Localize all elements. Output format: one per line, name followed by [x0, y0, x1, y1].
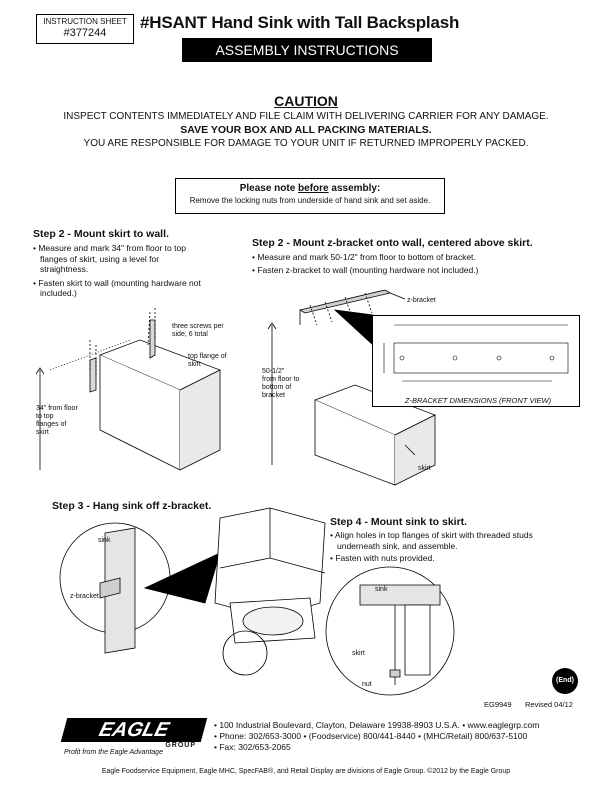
skirt-wall-diagram	[35, 308, 221, 471]
caution-heading: CAUTION	[274, 93, 338, 109]
step-2-bullets: • Measure and mark 50-1/2" from floor to…	[252, 252, 572, 275]
contact-fax: • Fax: 302/653-2065	[214, 742, 291, 752]
note-prefix: Please note	[239, 183, 299, 194]
end-badge: (End)	[552, 668, 578, 694]
logo-group: GROUP	[165, 742, 196, 749]
sheet-label: INSTRUCTION SHEET	[43, 17, 127, 26]
skirt-height-label: 34" from floor to top flanges of skirt	[36, 405, 78, 436]
step-4-sink-label: sink	[375, 586, 388, 593]
step-4-bullet: • Fasten with nuts provided.	[330, 553, 435, 563]
step-4-bullet: • Align holes in top flanges of skirt wi…	[330, 530, 533, 551]
zbracket-wall-diagram	[267, 289, 436, 486]
eagle-logo: EAGLE GROUP Profit from the Eagle Advant…	[60, 718, 208, 762]
step-4-nut-label: nut	[362, 681, 372, 688]
page-title: #HSANT Hand Sink with Tall Backsplash	[140, 13, 460, 32]
contact-phone: • Phone: 302/653-3000 • (Foodservice) 80…	[214, 731, 528, 741]
zbracket-dimensions-inset	[372, 315, 580, 407]
contact-block: • 100 Industrial Boulevard, Clayton, Del…	[214, 720, 539, 753]
step-3-zbracket-label: z-bracket	[70, 593, 99, 600]
hang-sink-diagram	[59, 507, 326, 676]
note-suffix: assembly:	[328, 183, 381, 194]
screws-label: three screws per side, 6 total	[172, 323, 224, 338]
step-1-heading: Step 2 - Mount skirt to wall.	[33, 228, 169, 240]
step-1-bullet: • Fasten skirt to wall (mounting hardwar…	[33, 277, 201, 299]
note-emphasis: before	[298, 183, 329, 194]
step-4-skirt-label: skirt	[352, 650, 365, 657]
zbracket-dims-caption: Z-BRACKET DIMENSIONS (FRONT VIEW)	[404, 396, 552, 405]
contact-address: • 100 Industrial Boulevard, Clayton, Del…	[214, 720, 540, 730]
caution-line-3: YOU ARE RESPONSIBLE FOR DAMAGE TO YOUR U…	[83, 138, 529, 149]
step-3-sink-label: sink	[98, 537, 111, 544]
step-2-bullet: • Fasten z-bracket to wall (mounting har…	[252, 264, 479, 275]
assembly-banner: ASSEMBLY INSTRUCTIONS	[182, 38, 432, 62]
step-4-bullets: • Align holes in top flanges of skirt wi…	[330, 530, 555, 564]
note-text: Remove the locking nuts from underside o…	[189, 196, 431, 205]
sheet-number: #377244	[63, 27, 107, 39]
caution-line-1: INSPECT CONTENTS IMMEDIATELY AND FILE CL…	[63, 111, 549, 122]
step-3-heading: Step 3 - Hang sink off z-bracket.	[52, 500, 212, 512]
step-2-bullet: • Measure and mark 50-1/2" from floor to…	[252, 252, 476, 262]
step-1-bullets: • Measure and mark 34" from floor to top…	[33, 243, 203, 299]
step-1-bullet: • Measure and mark 34" from floor to top…	[33, 243, 186, 274]
note-heading: Please note before assembly:	[176, 183, 444, 194]
revised-date: Revised 04/12	[525, 700, 573, 709]
note-box: Please note before assembly: Remove the …	[175, 178, 445, 214]
step-2-skirt-label: skirt	[418, 465, 431, 472]
doc-code: EG9949	[484, 700, 512, 709]
step-2-heading: Step 2 - Mount z-bracket onto wall, cent…	[252, 237, 533, 249]
zbracket-label: z-bracket	[407, 297, 436, 304]
logo-word: EAGLE	[60, 718, 208, 742]
logo-tagline: Profit from the Eagle Advantage	[64, 749, 163, 756]
bracket-height-label: 50-1/2" from floor to bottom of bracket	[262, 368, 300, 399]
footer-copyright: Eagle Foodservice Equipment, Eagle MHC, …	[101, 768, 511, 775]
flange-label: top flange of skirt	[188, 353, 227, 368]
instruction-sheet-box: INSTRUCTION SHEET #377244	[36, 14, 134, 44]
mount-sink-detail	[325, 566, 455, 696]
caution-line-2: SAVE YOUR BOX AND ALL PACKING MATERIALS.	[180, 124, 432, 136]
step-4-heading: Step 4 - Mount sink to skirt.	[330, 516, 468, 528]
